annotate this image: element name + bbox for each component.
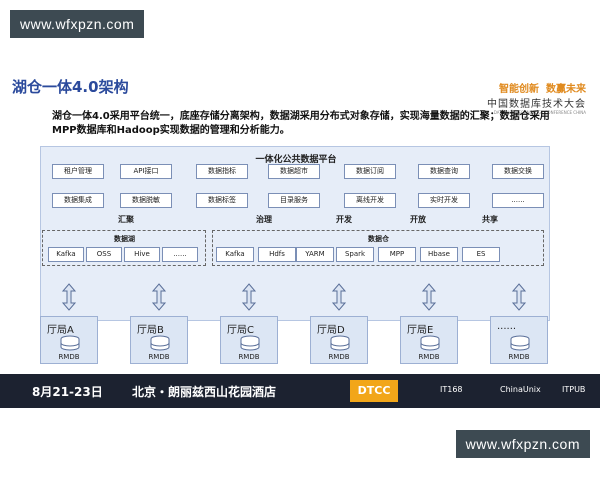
module-12: 离线开发 <box>344 193 396 208</box>
bureau-name: 厅局C <box>227 325 254 336</box>
module-6: 数据查询 <box>418 164 470 179</box>
double-arrow-icon <box>512 283 526 311</box>
database-icon <box>60 335 80 351</box>
warehouse-tool: ES <box>462 247 500 262</box>
bureau-box: 厅局A RMDB <box>40 316 98 364</box>
event-date: 8月21-23日 <box>32 385 103 399</box>
warehouse-tool: Hbase <box>420 247 458 262</box>
category-label: 汇聚 <box>118 215 134 224</box>
bureau-box: ...... RMDB <box>490 316 548 364</box>
module-4: 数据超市 <box>268 164 320 179</box>
database-icon <box>240 335 260 351</box>
lake-tool: Kafka <box>48 247 84 262</box>
bureau-name: 厅局D <box>317 325 345 336</box>
module-3: 数据指标 <box>196 164 248 179</box>
event-logo: DTCC <box>350 380 398 402</box>
lake-tool: OSS <box>86 247 122 262</box>
module-2: API接口 <box>120 164 172 179</box>
module-1: 租户管理 <box>52 164 104 179</box>
module-9: 数据脱敏 <box>120 193 172 208</box>
lake-tool: Hive <box>124 247 160 262</box>
watermark-top: www.wfxpzn.com <box>10 10 145 38</box>
double-arrow-icon <box>332 283 346 311</box>
slide-title: 湖仓一体4.0架构 <box>12 78 129 96</box>
bureau-name: 厅局B <box>137 325 164 336</box>
database-icon <box>420 335 440 351</box>
warehouse-tool: MPP <box>378 247 416 262</box>
bureau-db: RMDB <box>418 353 440 361</box>
bureau-name: 厅局A <box>47 325 74 336</box>
bureau-box: 厅局D RMDB <box>310 316 368 364</box>
bureau-name: 厅局E <box>407 325 434 336</box>
logo-english: DATABASE TECHNOLOGY CONFERENCE CHINA <box>493 110 586 115</box>
double-arrow-icon <box>152 283 166 311</box>
warehouse-label: 数据仓 <box>368 235 389 243</box>
database-icon <box>150 335 170 351</box>
double-arrow-icon <box>62 283 76 311</box>
sponsor-2: ChinaUnix <box>500 385 541 394</box>
slide: 湖仓一体4.0架构 智能创新 数赢未来 中国数据库技术大会 DATABASE T… <box>0 50 600 405</box>
double-arrow-icon <box>422 283 436 311</box>
description: 湖仓一体4.0采用平台统一，底座存储分离架构，数据湖采用分布式对象存储，实现海量… <box>52 111 550 136</box>
bureau-box: 厅局E RMDB <box>400 316 458 364</box>
logo-slogan: 智能创新 数赢未来 <box>499 84 586 95</box>
warehouse-tool: Kafka <box>216 247 254 262</box>
bureau-db: RMDB <box>508 353 530 361</box>
platform-title: 一体化公共数据平台 <box>255 155 337 165</box>
lake-box <box>42 230 206 266</box>
bureau-db: RMDB <box>58 353 80 361</box>
warehouse-tool: Spark <box>336 247 374 262</box>
sponsor-1: IT168 <box>440 385 463 394</box>
module-14: ...... <box>492 193 544 208</box>
conference-logo: 智能创新 数赢未来 中国数据库技术大会 DATABASE TECHNOLOGY … <box>487 80 586 115</box>
database-icon <box>510 335 530 351</box>
logo-name: 中国数据库技术大会 <box>487 99 586 110</box>
bureau-name: ...... <box>497 321 517 332</box>
category-label: 开发 <box>336 215 352 224</box>
module-10: 数据标签 <box>196 193 248 208</box>
database-icon <box>330 335 350 351</box>
bureau-box: 厅局B RMDB <box>130 316 188 364</box>
lake-tool: ...... <box>162 247 198 262</box>
watermark-bottom: www.wfxpzn.com <box>455 430 590 458</box>
bureau-db: RMDB <box>328 353 350 361</box>
warehouse-tool: YARM <box>296 247 334 262</box>
module-11: 目录服务 <box>268 193 320 208</box>
module-5: 数据订阅 <box>344 164 396 179</box>
double-arrow-icon <box>242 283 256 311</box>
bureau-box: 厅局C RMDB <box>220 316 278 364</box>
lake-label: 数据湖 <box>114 235 135 243</box>
bureau-db: RMDB <box>148 353 170 361</box>
module-8: 数据集成 <box>52 193 104 208</box>
bureau-db: RMDB <box>238 353 260 361</box>
warehouse-box <box>212 230 544 266</box>
category-label: 开放 <box>410 215 426 224</box>
warehouse-tool: Hdfs <box>258 247 296 262</box>
module-13: 实时开发 <box>418 193 470 208</box>
event-banner: 8月21-23日 北京・朗丽兹西山花园酒店 DTCC IT168 ChinaUn… <box>0 374 600 408</box>
sponsor-3: ITPUB <box>562 385 586 394</box>
event-venue: 北京・朗丽兹西山花园酒店 <box>132 385 277 399</box>
category-label: 治理 <box>256 215 272 224</box>
module-7: 数据交换 <box>492 164 544 179</box>
category-label: 共享 <box>482 215 498 224</box>
